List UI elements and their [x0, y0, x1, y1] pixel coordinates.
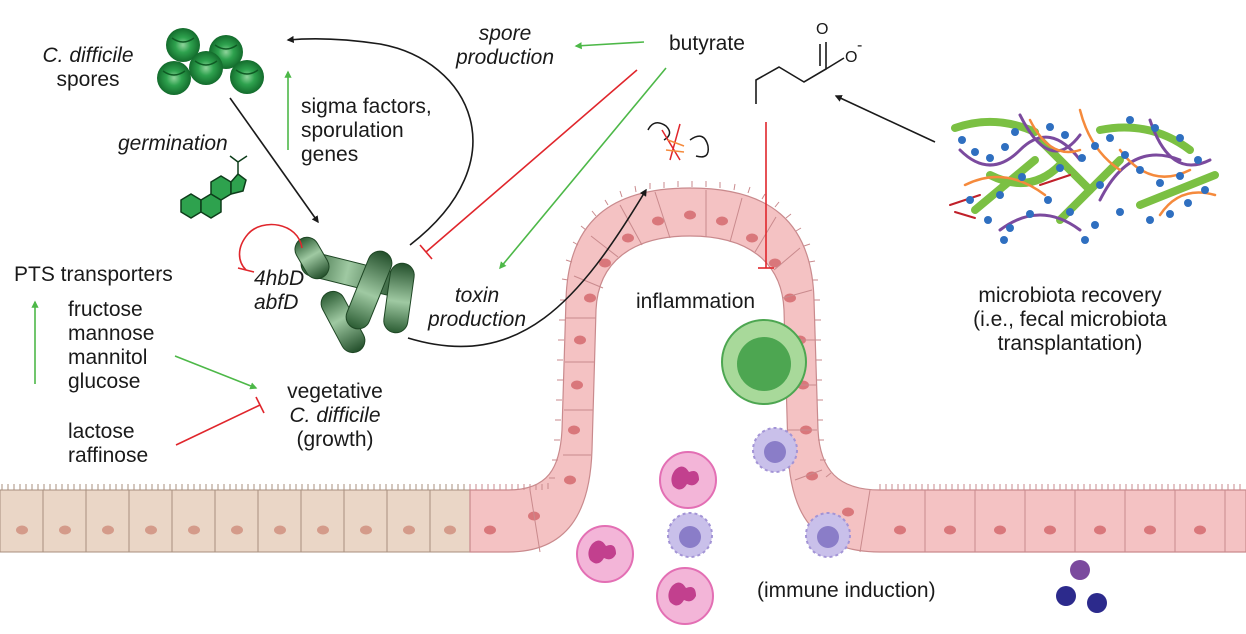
vegetative-label-line2: C. difficile — [289, 404, 381, 427]
spores-species-label: C. difficile — [42, 44, 134, 67]
butyrate-growth-inhibition — [425, 69, 638, 253]
vegetative-label-line1: vegetative — [287, 380, 383, 403]
butyrate-label: butyrate — [669, 32, 745, 55]
sugar-inhibition-line — [175, 404, 261, 446]
healthy-epithelium — [0, 484, 471, 553]
vegetative-label-line3: (growth) — [296, 428, 374, 451]
gene-4hbd-label: 4hbD — [254, 267, 305, 290]
bile-acid-molecule — [180, 155, 248, 219]
inflamed-epithelium — [469, 181, 1246, 553]
gene-autoinhibition — [238, 223, 303, 271]
butyrate-spore-arrow — [574, 41, 645, 50]
sigma-factors-line2: sporulation — [301, 119, 404, 142]
sigma-factors-line3: genes — [301, 143, 359, 166]
immune-cells — [576, 319, 1107, 625]
vegetative-toxin-arrow — [407, 188, 647, 348]
carboxyl-charge: - — [857, 37, 862, 54]
butyrate-toxin-arrow — [499, 67, 667, 270]
neutrophil — [659, 451, 717, 509]
spores-label: spores — [56, 68, 120, 91]
large-immune-cell — [721, 319, 807, 405]
germination-label: germination — [118, 132, 228, 155]
inflamed-cell-layer — [469, 187, 1246, 553]
toxin-production-line1: toxin — [454, 284, 500, 307]
neutrophil — [576, 525, 634, 583]
lymphocyte — [667, 512, 713, 558]
carboxyl-oxygen: O — [845, 49, 857, 66]
microbiota-butyrate-arrow — [834, 95, 936, 143]
bacteria-particles — [1056, 560, 1107, 613]
microbiota-collage — [949, 108, 1219, 244]
sugar-mannose: mannose — [68, 322, 155, 345]
sugar-glucose: glucose — [68, 370, 141, 393]
lymphocyte — [752, 427, 798, 473]
spore-cluster — [157, 28, 264, 95]
spore-to-vegetative-arrow — [229, 97, 319, 224]
microbiota-recovery-line2: (i.e., fecal microbiota — [973, 308, 1167, 331]
sugar-mannitol: mannitol — [68, 346, 148, 369]
toxin-production-line2: production — [427, 308, 527, 331]
inflammation-label: inflammation — [636, 290, 756, 313]
immune-induction-label: (immune induction) — [757, 579, 936, 602]
vegetative-rods — [294, 236, 415, 354]
sugar-raffinose: raffinose — [68, 444, 149, 467]
butyrate-structure: O O - — [755, 21, 862, 104]
connectors — [31, 35, 936, 446]
toxin-complex-icon — [647, 122, 709, 161]
lymphocyte — [805, 512, 851, 558]
microbiota-recovery-line3: transplantation) — [997, 332, 1143, 355]
sugar-activation-arrow — [174, 355, 258, 390]
pts-transporters-label: PTS transporters — [14, 263, 173, 286]
healthy-cell-row — [0, 489, 471, 553]
carboxyl-oxygen-top: O — [816, 21, 828, 38]
vegetative-to-spores-arrow — [286, 35, 474, 246]
gene-abfd-label: abfD — [254, 291, 299, 314]
sugar-fructose: fructose — [68, 298, 143, 321]
neutrophil — [656, 567, 714, 625]
sugar-lactose: lactose — [68, 420, 135, 443]
microbiota-recovery-line1: microbiota recovery — [978, 284, 1162, 307]
spore-production-line1: spore — [478, 22, 532, 45]
spore-production-line2: production — [455, 46, 555, 69]
sigma-factors-line1: sigma factors, — [301, 95, 432, 118]
